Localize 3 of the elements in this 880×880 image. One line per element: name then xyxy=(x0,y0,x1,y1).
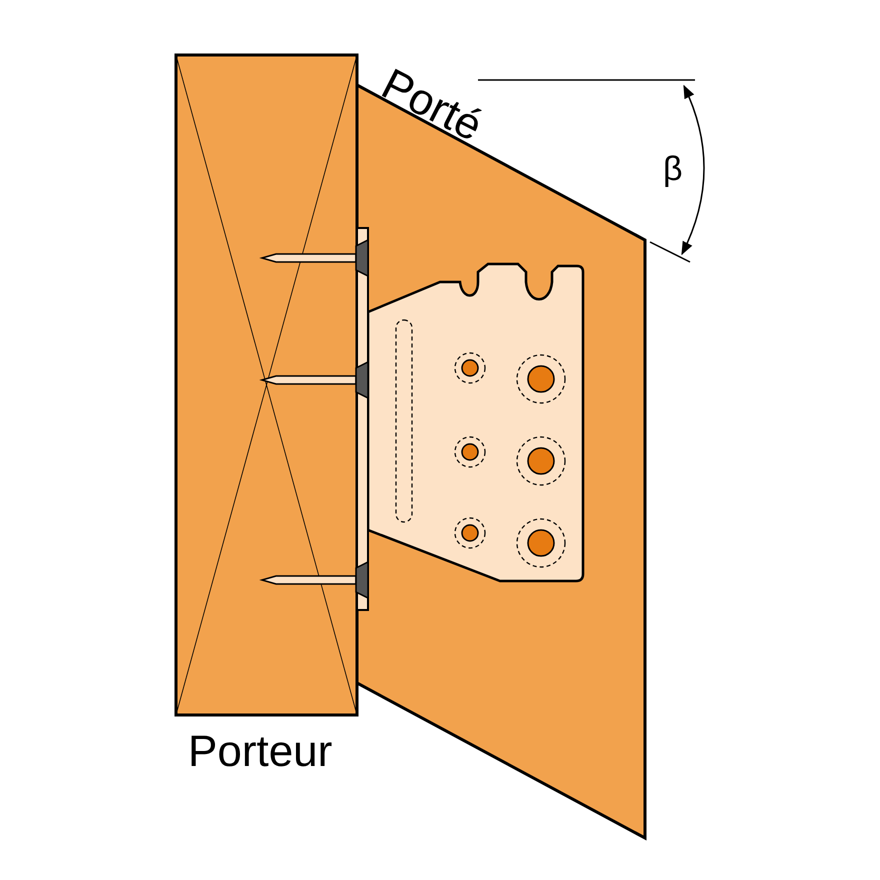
part-label: Porté xyxy=(375,62,489,149)
part-label: Porteur xyxy=(188,730,332,774)
angle-label: β xyxy=(663,152,683,186)
